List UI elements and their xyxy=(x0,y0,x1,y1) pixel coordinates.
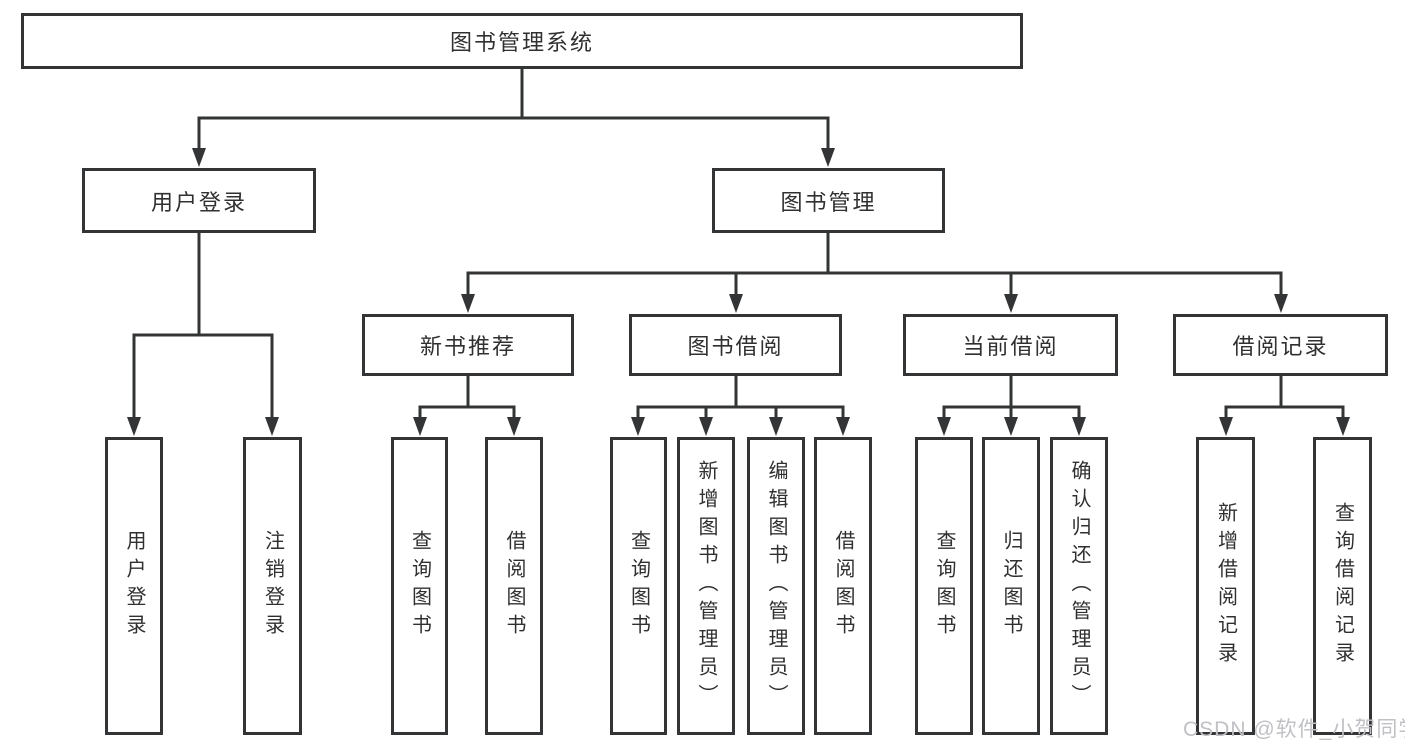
node-root-library-system: 图书管理系统 xyxy=(21,13,1023,69)
leaf-add-book-admin: 新增图书（管理员） xyxy=(677,437,735,735)
csdn-watermark: CSDN @软件_小贺同学 xyxy=(1183,718,1405,741)
leaf-return-book: 归还图书 xyxy=(982,437,1040,735)
leaf-query-borrow-record: 查询借阅记录 xyxy=(1313,437,1372,735)
node-new-book-recommend: 新书推荐 xyxy=(362,314,574,376)
leaf-borrow-book-recommend: 借阅图书 xyxy=(485,437,543,735)
node-book-management: 图书管理 xyxy=(712,168,945,233)
leaf-logout: 注销登录 xyxy=(243,437,302,735)
node-user-login: 用户登录 xyxy=(82,168,316,233)
leaf-edit-book-admin: 编辑图书（管理员） xyxy=(747,437,805,735)
node-book-borrow: 图书借阅 xyxy=(629,314,842,376)
node-borrow-records: 借阅记录 xyxy=(1173,314,1388,376)
node-current-borrow: 当前借阅 xyxy=(903,314,1118,376)
leaf-borrow-book: 借阅图书 xyxy=(814,437,872,735)
leaf-user-login: 用户登录 xyxy=(105,437,163,735)
leaf-query-book-recommend: 查询图书 xyxy=(391,437,448,735)
leaf-confirm-return-admin: 确认归还（管理员） xyxy=(1050,437,1108,735)
leaf-query-book-current: 查询图书 xyxy=(915,437,973,735)
leaf-query-book-borrow: 查询图书 xyxy=(610,437,667,735)
leaf-add-borrow-record: 新增借阅记录 xyxy=(1196,437,1255,735)
